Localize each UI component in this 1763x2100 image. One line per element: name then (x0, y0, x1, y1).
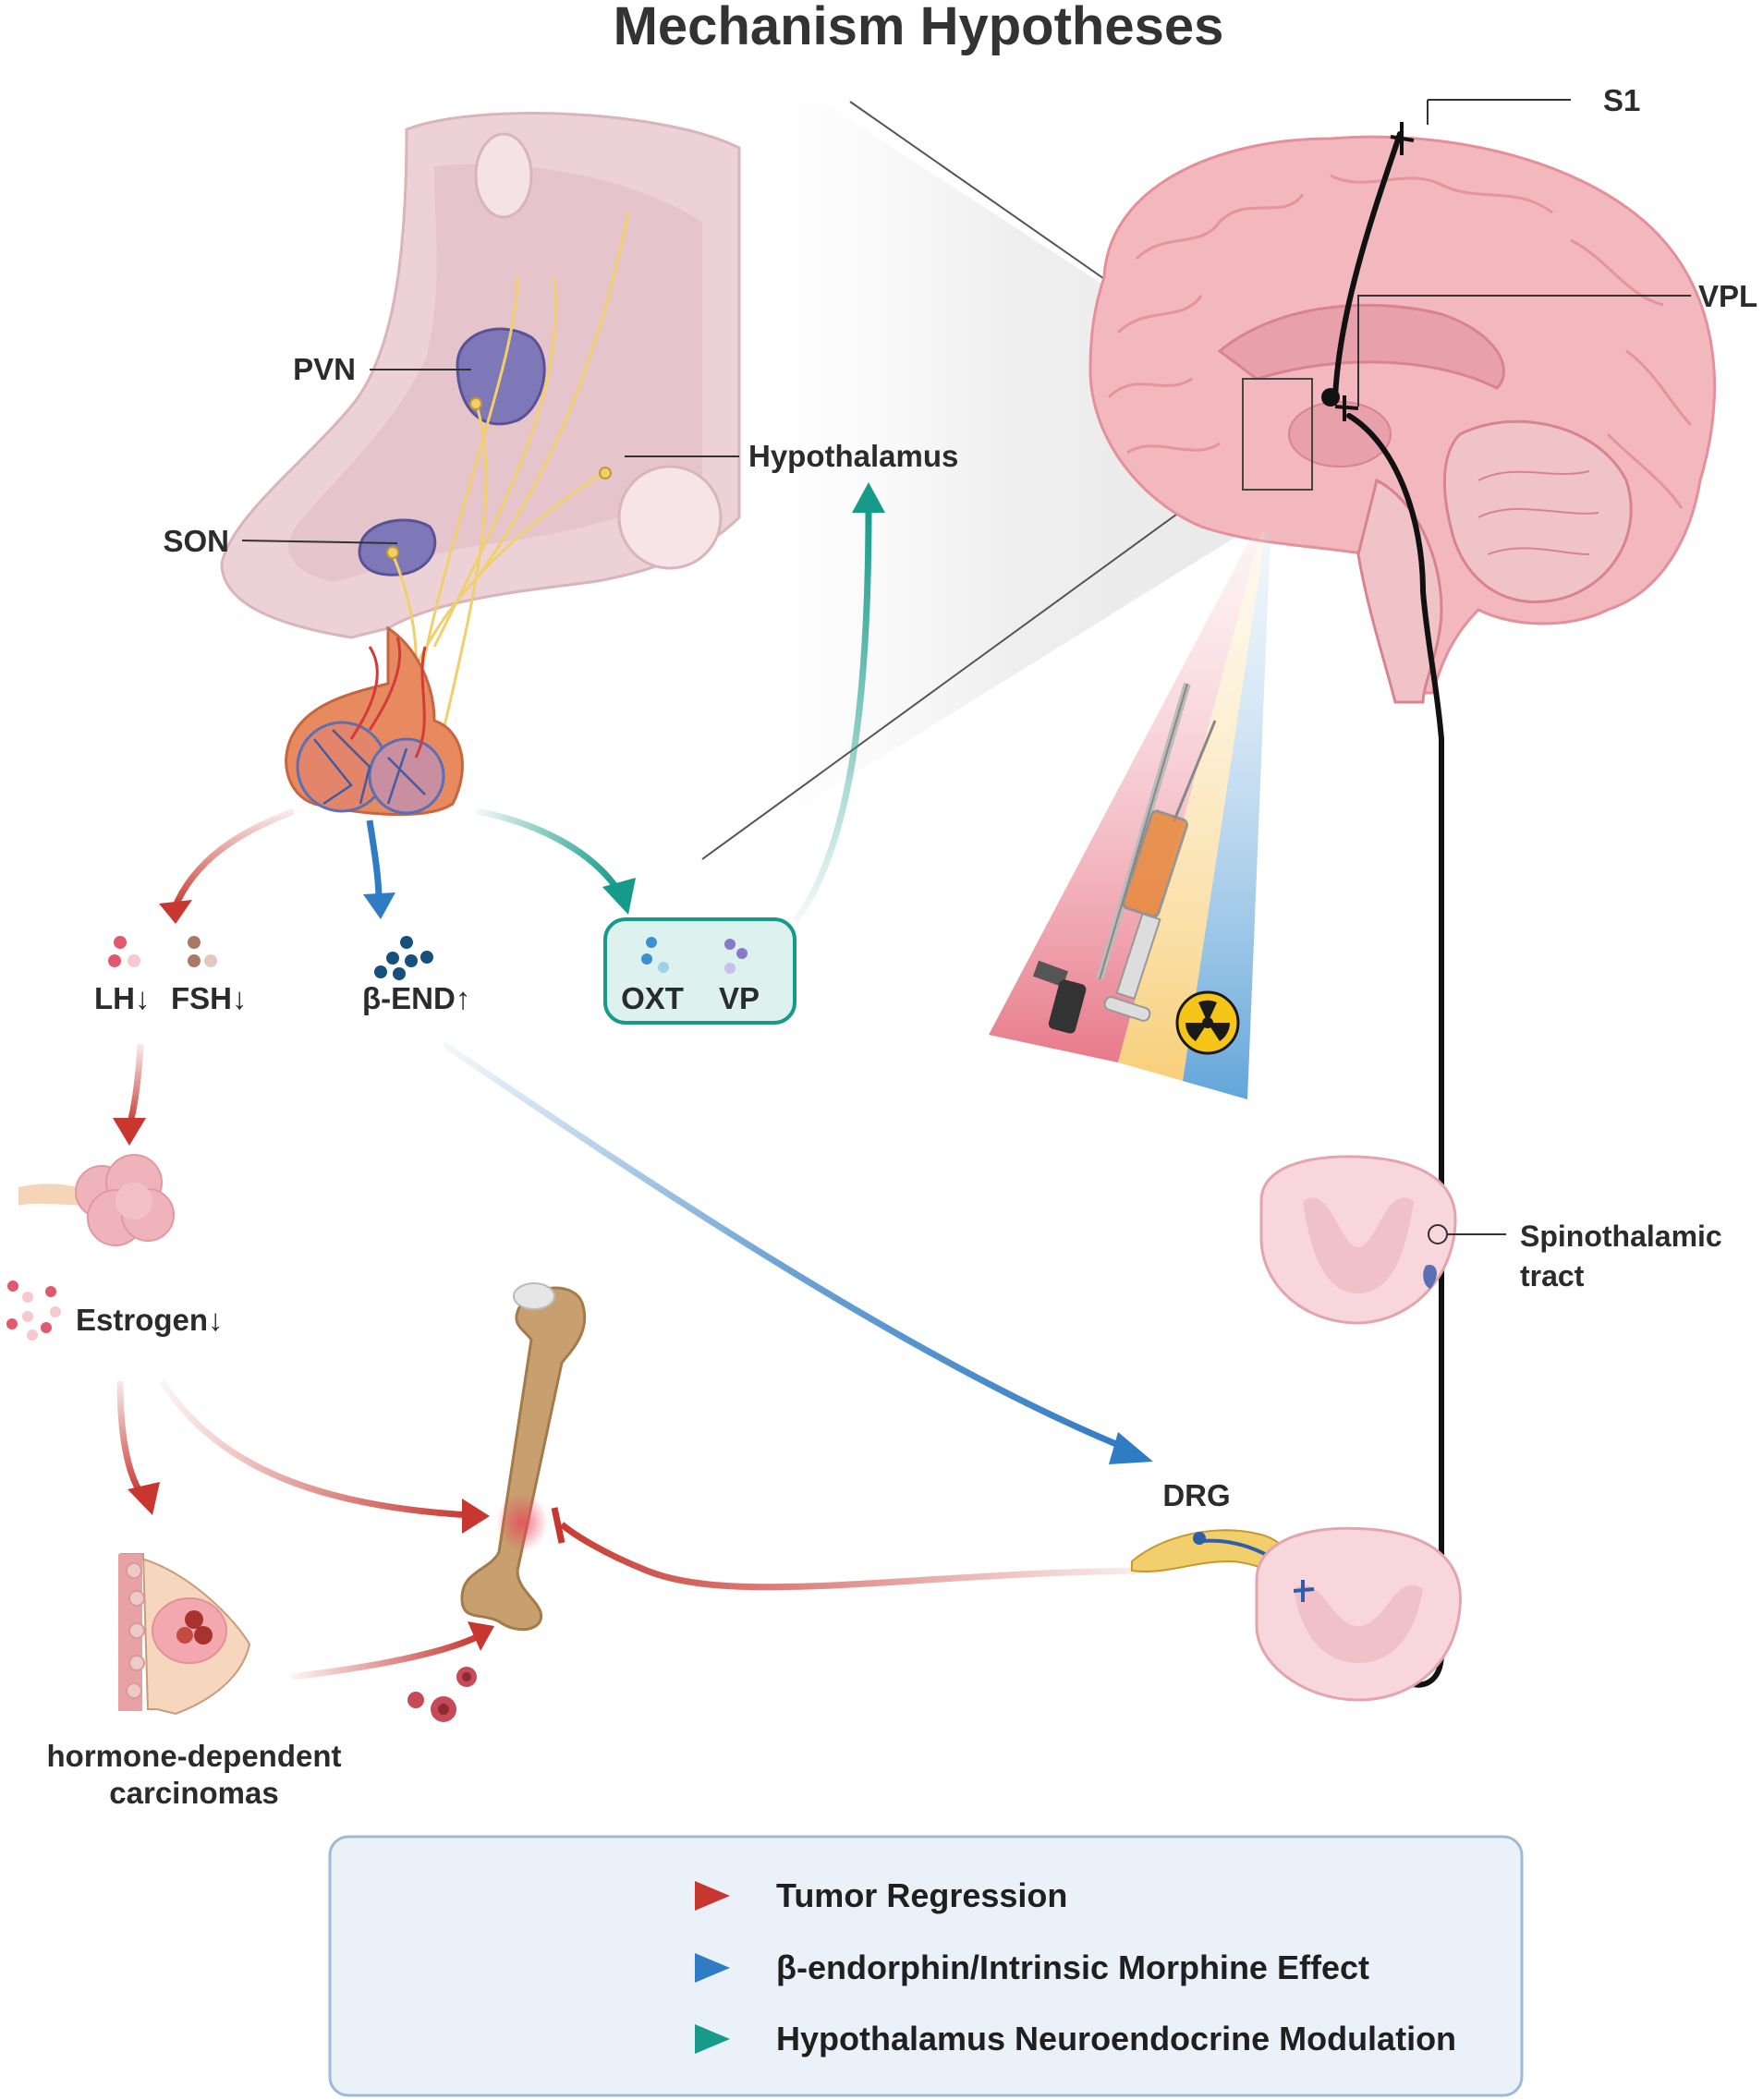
hypothalamus-detail (220, 112, 741, 816)
estrogen-label: Estrogen↓ (76, 1303, 224, 1337)
legend-label-endorphin: β-endorphin/Intrinsic Morphine Effect (776, 1948, 1369, 1986)
spinothalamic-label-line2: tract (1520, 1259, 1585, 1293)
vpl-label: VPL (1698, 279, 1757, 313)
vpl-synapse (1334, 395, 1359, 421)
legend-label-tumor: Tumor Regression (776, 1876, 1067, 1914)
inhibition-drg-to-bone (559, 1522, 1165, 1591)
radiation-icon (1175, 990, 1240, 1055)
arrow-estrogen-to-bone (159, 1379, 472, 1519)
arrow-to-ovary (126, 1043, 144, 1128)
corpus-callosum (1217, 303, 1505, 390)
arrow-to-bend (366, 819, 383, 902)
oxt-vp-molecules (641, 937, 748, 974)
brain-sagittal (1088, 135, 1717, 704)
arrow-estrogen-to-bone-head (462, 1499, 490, 1534)
arrow-carcinoma-to-bone-head (468, 1621, 494, 1651)
arrow-to-oxt-vp-head (602, 878, 636, 915)
page-title: Mechanism Hypotheses (614, 0, 1224, 56)
arrow-to-hypothalamus (792, 507, 872, 925)
carcinoma-label-line2: carcinomas (109, 1776, 278, 1810)
arrow-to-ovary-head (113, 1118, 146, 1146)
arrow-to-lh-fsh (170, 807, 296, 912)
s1-synapse (1390, 122, 1415, 155)
legend-item-tumor: Tumor Regression (407, 1876, 1067, 1914)
lh-fsh-molecules (108, 936, 217, 967)
legend-item-endorphin: β-endorphin/Intrinsic Morphine Effect (407, 1948, 1369, 1986)
zoom-line-bottom (701, 489, 1211, 860)
estrogen-molecules (6, 1281, 61, 1341)
vpl-leader (1357, 295, 1691, 407)
hypothalamus-label: Hypothalamus (748, 439, 958, 473)
femur-bone (460, 1282, 587, 1632)
drg-label: DRG (1162, 1478, 1230, 1512)
spinal-cord-section (1259, 1155, 1457, 1325)
son-nucleus (358, 518, 437, 577)
carcinoma-label-line1: hormone-dependent (47, 1739, 342, 1773)
ovary (18, 1154, 175, 1246)
thalamus (1288, 401, 1392, 467)
son-leader (241, 540, 398, 544)
son-label: SON (163, 524, 229, 558)
arrow-to-hypothalamus-head (852, 482, 885, 513)
tumor-cells (407, 1667, 477, 1722)
lh-label: LH↓ (94, 981, 151, 1015)
bend-molecules (374, 936, 433, 980)
zoom-wedge (702, 102, 1312, 868)
fsh-label: FSH↓ (171, 981, 248, 1015)
optic-chiasm (617, 465, 723, 570)
breast-carcinoma (118, 1553, 251, 1716)
pvn-label: PVN (293, 352, 356, 386)
vp-label: VP (719, 981, 760, 1015)
arrow-bend-to-drg (442, 1041, 1134, 1454)
probe-icon (1032, 682, 1191, 1034)
arrow-carcinoma-to-bone (290, 1632, 482, 1681)
bend-label: β-END↑ (362, 981, 470, 1015)
cerebellum (1443, 419, 1633, 603)
arrow-to-lh-fsh-head (159, 900, 192, 924)
spinothalamic-label-line1: Spinothalamic (1520, 1220, 1722, 1253)
arrow-to-bend-head (363, 892, 395, 919)
legend-item-neuroendocrine: Hypothalamus Neuroendocrine Modulation (407, 2020, 1456, 2058)
legend-label-neuroendocrine: Hypothalamus Neuroendocrine Modulation (776, 2020, 1456, 2058)
s1-label: S1 (1603, 83, 1640, 117)
zoom-box (1242, 378, 1313, 491)
syringe-icon (1103, 720, 1217, 1022)
legend-box (328, 1835, 1524, 2097)
spinal-cord-lower (1255, 1526, 1462, 1702)
treatment-beams (989, 527, 1271, 1099)
vpl-neuron-body (1321, 388, 1340, 407)
arrow-to-oxt-vp (475, 807, 622, 893)
arrow-to-carcinoma (116, 1380, 146, 1499)
arrow-bend-to-drg-head (1109, 1432, 1153, 1464)
arrow-to-carcinoma-head (128, 1482, 160, 1515)
dorsal-horn-synapse (1293, 1580, 1315, 1602)
oxt-label: OXT (621, 981, 684, 1015)
inhibition-bar (551, 1507, 565, 1544)
